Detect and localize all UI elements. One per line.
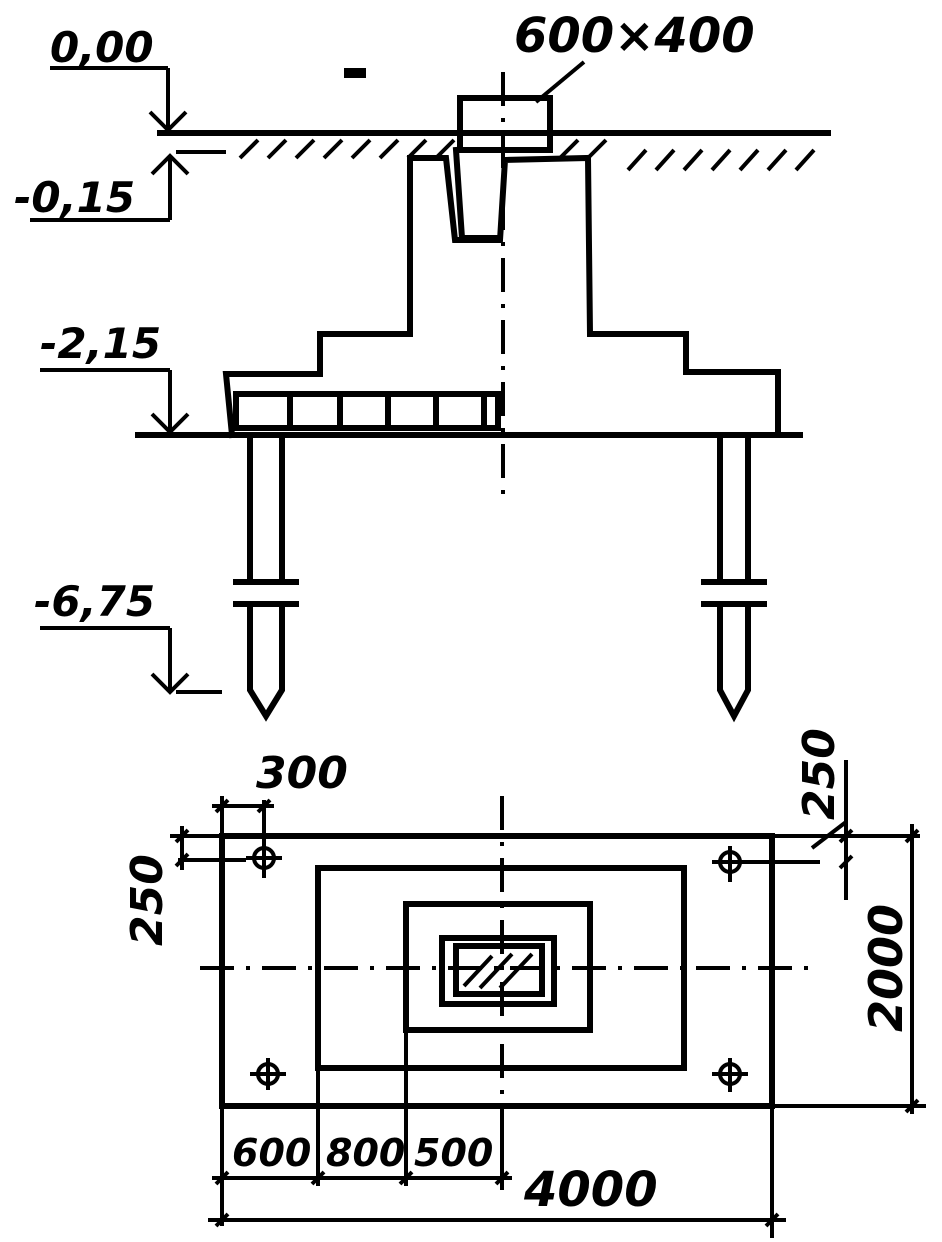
dim-250-right-label: 250 [794, 728, 845, 820]
dim-2000-label: 2000 [859, 904, 913, 1032]
pile-left [233, 437, 299, 722]
ground-hatching [238, 138, 816, 172]
level-mark-pile-tip: -6,75 [34, 577, 222, 695]
grillage-blocks [233, 391, 501, 431]
plan-pile-bottom-right [712, 1058, 748, 1092]
pile-right [701, 437, 767, 723]
level-mark-footing: -2,15 [40, 319, 190, 435]
dim-4000-label: 4000 [523, 1162, 658, 1218]
dim-300-label: 300 [256, 748, 348, 799]
dim-250-left-label: 250 [122, 854, 173, 946]
dim-300: 300 [212, 748, 348, 846]
level-ground-label: 0,00 [50, 23, 154, 72]
level-footing-label: -2,15 [40, 319, 161, 368]
plan-pile-top-left [246, 842, 282, 878]
level-mark-slab: -0,15 [14, 150, 226, 222]
dim-250-right: 250 [748, 728, 920, 900]
level-slab-label: -0,15 [14, 173, 135, 222]
level-mark-ground: 0,00 [50, 23, 188, 133]
column-size-label: 600×400 [514, 8, 755, 64]
section-view: 0,00 -0,15 -2,15 -6,75 600×400 [14, 8, 831, 723]
dim-step-2-label: 800 [326, 1131, 405, 1175]
plan-socket [439, 935, 557, 1007]
plan-outer-slab [219, 833, 775, 1109]
column-size-callout: 600×400 [344, 8, 755, 104]
plan-pile-top-right [712, 846, 748, 882]
dim-250-left: 250 [122, 826, 246, 946]
level-pile-tip-label: -6,75 [34, 577, 155, 626]
dim-4000: 4000 [208, 1106, 786, 1238]
footing-outline [222, 154, 781, 439]
plan-column-hatch [462, 952, 534, 990]
dim-step-1-label: 600 [232, 1131, 311, 1175]
plan-view: 300 250 250 2000 [122, 728, 926, 1238]
dim-steps: 600 800 500 [212, 1030, 512, 1226]
dim-step-3-label: 500 [414, 1131, 493, 1175]
dim-2000: 2000 [772, 824, 926, 1114]
plan-pile-bottom-left [250, 1058, 286, 1090]
